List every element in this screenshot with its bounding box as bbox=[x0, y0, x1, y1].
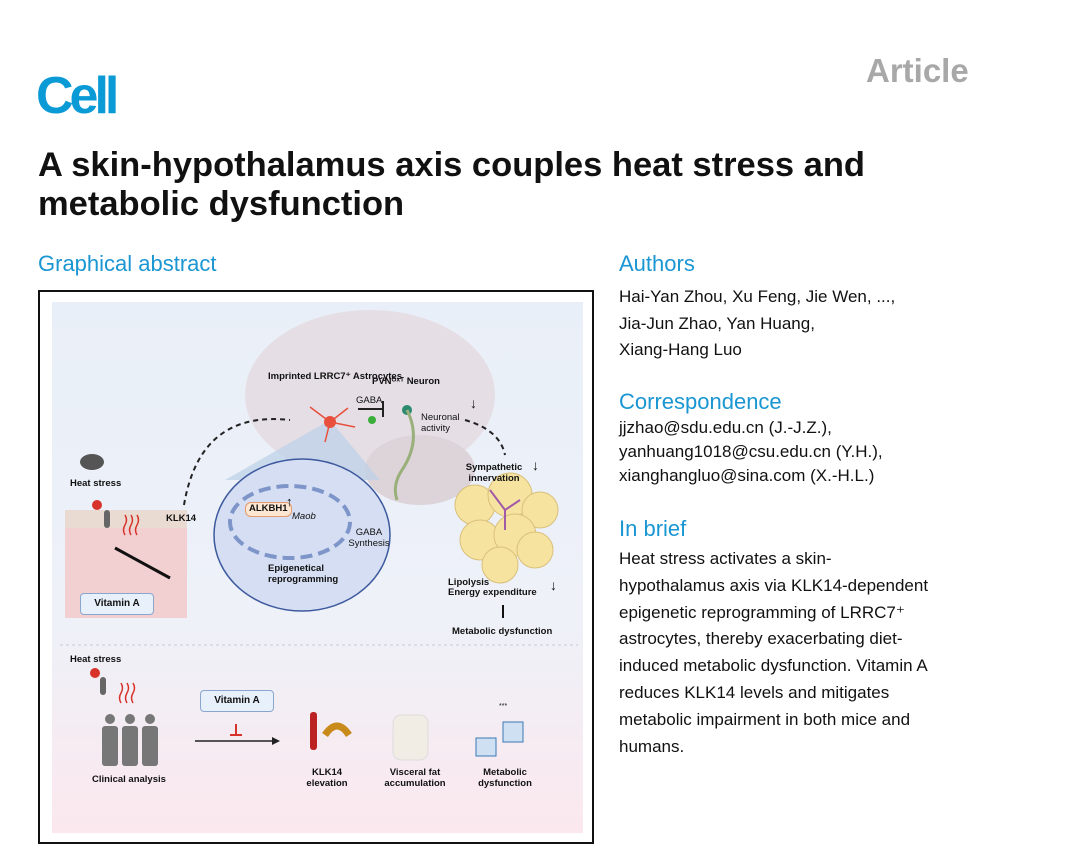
vitamin-a-box: Vitamin A bbox=[80, 593, 154, 615]
mouse-icon bbox=[80, 454, 104, 470]
blood-tube-icon bbox=[310, 712, 317, 750]
heat-sun-icon-bottom bbox=[90, 668, 100, 678]
thermometer-icon bbox=[104, 510, 110, 528]
in-brief-heading: In brief bbox=[619, 516, 687, 541]
label-maob: Maob bbox=[292, 511, 316, 522]
label-metabolic-dysfunction: Metabolic dysfunction bbox=[452, 626, 553, 637]
in-brief-line: humans. bbox=[619, 736, 685, 756]
nucleus-membrane bbox=[228, 484, 352, 560]
nucleus-cell bbox=[213, 458, 391, 612]
email-link[interactable]: yanhuang1018@csu.edu.cn (Y.H.), bbox=[619, 442, 883, 461]
klk14-protein-icon bbox=[322, 722, 352, 738]
heat-sun-icon bbox=[92, 500, 102, 510]
cerebellum-shape bbox=[365, 435, 475, 505]
authors-list: Hai-Yan Zhou, Xu Feng, Jie Wen, ..., Jia… bbox=[619, 284, 895, 364]
boxplot-icon bbox=[475, 721, 524, 757]
email-link[interactable]: xianghangluo@sina.com (X.-H.L.) bbox=[619, 466, 875, 485]
label-visceral-fat: Visceral fat accumulation bbox=[384, 767, 446, 789]
in-brief-line: metabolic impairment in both mice and bbox=[619, 709, 911, 729]
authors-line: Xiang-Hang Luo bbox=[619, 340, 742, 359]
authors-line: Hai-Yan Zhou, Xu Feng, Jie Wen, ..., bbox=[619, 287, 896, 306]
label-klk14-elevation: KLK14 elevation bbox=[306, 767, 348, 789]
significance-label: *** bbox=[499, 703, 508, 710]
in-brief-text: Heat stress activates a skin- hypothalam… bbox=[619, 546, 928, 760]
label-lipolysis: Lipolysis bbox=[448, 577, 490, 588]
authors-heading: Authors bbox=[619, 251, 695, 276]
email-link[interactable]: jjzhao@sdu.edu.cn (J.-J.Z.), bbox=[619, 418, 832, 437]
label-klk14: KLK14 bbox=[166, 513, 197, 524]
graphical-abstract-frame bbox=[38, 290, 594, 844]
label-alkbh1: ALKBH1 bbox=[245, 502, 292, 517]
people-icon bbox=[102, 714, 158, 766]
in-brief-line: epigenetic reprogramming of LRRC7⁺ bbox=[619, 602, 905, 622]
in-brief-line: hypothalamus axis via KLK14-dependent bbox=[619, 575, 929, 595]
label-sympathetic: Sympathetic innervation bbox=[465, 462, 523, 484]
down-arrow-icon: ↓ bbox=[470, 395, 477, 411]
thermometer-icon-bottom bbox=[100, 677, 106, 695]
torso-icon bbox=[392, 714, 429, 761]
label-clinical-analysis: Clinical analysis bbox=[92, 774, 166, 785]
cell-logo: Cell bbox=[36, 67, 119, 125]
up-arrow-icon: ↑ bbox=[286, 494, 293, 509]
article-title: A skin-hypothalamus axis couples heat st… bbox=[38, 146, 865, 223]
correspondence-heading: Correspondence bbox=[619, 389, 782, 414]
adipocyte-cluster bbox=[454, 472, 559, 584]
label-astrocytes: Imprinted LRRC7⁺ Astrocytes bbox=[268, 371, 402, 382]
in-brief-line: reduces KLK14 levels and mitigates bbox=[619, 682, 890, 702]
label-gaba: GABA bbox=[356, 395, 383, 406]
label-epigenetical: Epigenetical reprogramming bbox=[268, 563, 339, 585]
label-heat-stress: Heat stress bbox=[70, 478, 122, 489]
down-arrow-icon: ↓ bbox=[532, 457, 539, 473]
vitamin-a-box-bottom: Vitamin A bbox=[200, 690, 274, 712]
label-heat-stress-bottom: Heat stress bbox=[70, 654, 122, 665]
in-brief-line: Heat stress activates a skin- bbox=[619, 549, 832, 568]
label-pvn-neuron: PVNᴼˣᵀ Neuron bbox=[372, 376, 440, 387]
correspondence-list: jjzhao@sdu.edu.cn (J.-J.Z.), yanhuang101… bbox=[619, 416, 883, 488]
label-energy-expenditure: Energy expenditure bbox=[448, 587, 537, 598]
authors-line: Jia-Jun Zhao, Yan Huang, bbox=[619, 313, 815, 333]
label-neuronal-activity: Neuronal activity bbox=[421, 412, 460, 434]
in-brief-line: astrocytes, thereby exacerbating diet- bbox=[619, 629, 903, 649]
graphical-abstract-heading: Graphical abstract bbox=[38, 251, 217, 276]
label-gaba-synthesis: GABA Synthesis bbox=[348, 527, 390, 549]
label-metabolic-dysfunction-bottom: Metabolic dysfunction bbox=[478, 767, 532, 789]
zoom-cone bbox=[225, 420, 380, 480]
in-brief-line: induced metabolic dysfunction. Vitamin A bbox=[619, 656, 928, 676]
article-type-label: Article bbox=[866, 52, 969, 89]
down-arrow-icon: ↓ bbox=[550, 577, 557, 593]
